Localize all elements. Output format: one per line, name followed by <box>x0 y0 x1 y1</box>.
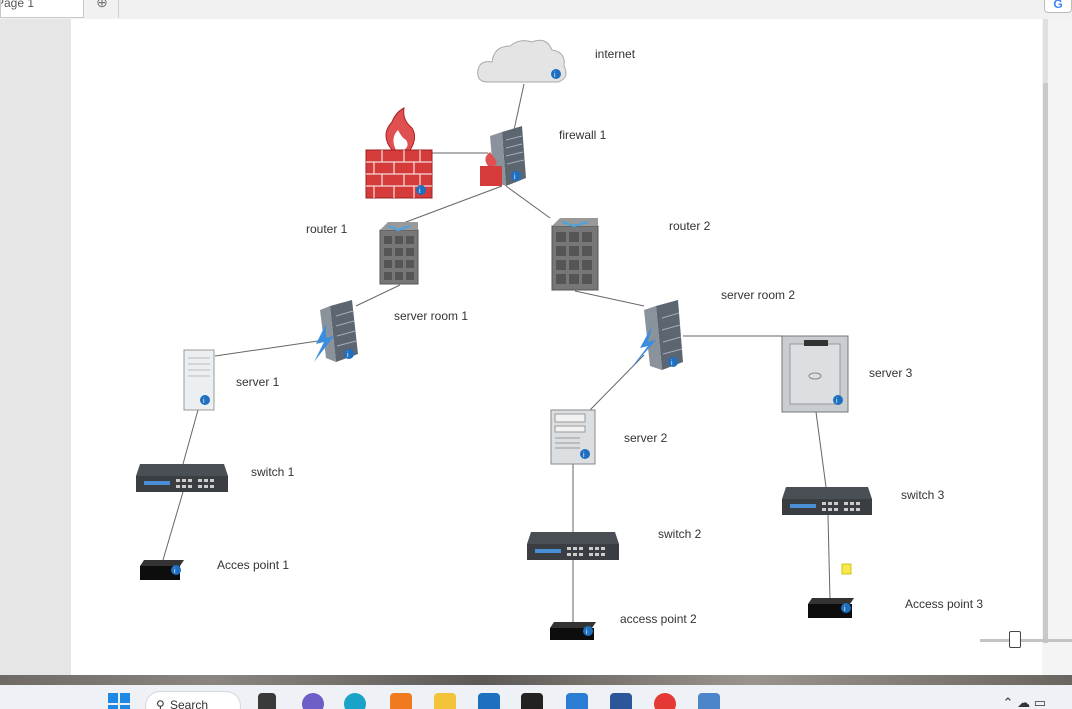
router-icon[interactable] <box>551 218 599 291</box>
mainframe-icon[interactable]: i <box>781 335 849 413</box>
label-server-1[interactable]: server 1 <box>236 375 280 389</box>
edge-server3-switch3[interactable] <box>815 411 827 488</box>
edge-dev-icon[interactable] <box>566 693 588 709</box>
zoom-slider[interactable] <box>980 630 1072 650</box>
switch-icon[interactable] <box>136 464 228 492</box>
switch-icon[interactable] <box>527 532 619 560</box>
svg-text:i: i <box>583 452 585 459</box>
label-server-room-1[interactable]: server room 1 <box>394 309 469 323</box>
word-icon[interactable] <box>610 693 632 709</box>
google-account-icon[interactable]: G <box>1044 0 1072 13</box>
diagram-canvas[interactable]: i i i <box>71 19 1042 675</box>
svg-text:i: i <box>554 72 556 79</box>
add-page-button[interactable]: ⊕ <box>86 0 119 18</box>
svg-text:i: i <box>203 398 205 405</box>
zoom-slider-handle[interactable] <box>1009 631 1021 648</box>
label-firewall-1[interactable]: firewall 1 <box>559 128 607 142</box>
switch-icon[interactable] <box>782 487 872 515</box>
edge-serverroom2-server2[interactable] <box>589 354 645 411</box>
svg-text:i: i <box>671 360 673 367</box>
svg-text:i: i <box>174 568 176 575</box>
label-access-point-3[interactable]: Access point 3 <box>905 597 984 611</box>
tab-page-1[interactable]: Page 1 <box>0 0 84 18</box>
svg-text:i: i <box>836 398 838 405</box>
windows-taskbar: ⚲ Search ⌃ ☁ ▭ <box>0 685 1072 709</box>
svg-text:i: i <box>514 174 516 181</box>
label-switch-1[interactable]: switch 1 <box>251 465 295 479</box>
brick-firewall-icon[interactable]: i <box>365 107 433 199</box>
task-view-icon[interactable] <box>258 693 276 709</box>
edge-switch3-ap3[interactable] <box>827 514 831 601</box>
edge-internet-firewall1[interactable] <box>513 83 525 131</box>
xampp-icon[interactable] <box>390 693 412 709</box>
page-tab-bar: Page 1 ⊕ G <box>0 0 1072 19</box>
file-explorer-icon[interactable] <box>434 693 456 709</box>
windows-start-icon[interactable] <box>108 693 130 709</box>
teams-icon[interactable] <box>302 693 324 709</box>
desktop-wallpaper <box>0 675 1072 685</box>
tower-server-icon[interactable]: i <box>183 349 215 411</box>
scrollbar-thumb[interactable] <box>1043 83 1048 643</box>
edge-switch1-ap1[interactable] <box>162 491 184 561</box>
label-access-point-1[interactable]: Acces point 1 <box>217 558 290 572</box>
taskbar-search-input[interactable]: ⚲ Search <box>145 691 241 709</box>
search-icon: ⚲ <box>156 698 165 709</box>
edge-router1-serverroom1[interactable] <box>355 284 401 307</box>
app-icon[interactable] <box>698 693 720 709</box>
edge-firewall1-router2[interactable] <box>505 185 551 219</box>
vertical-scrollbar[interactable] <box>1042 19 1072 675</box>
notification-icon[interactable]: ▭ <box>1033 695 1046 709</box>
edge-serverroom1-server1[interactable] <box>214 340 319 357</box>
svg-text:i: i <box>844 606 846 613</box>
label-switch-3[interactable]: switch 3 <box>901 488 945 502</box>
server-rack-icon[interactable]: i <box>628 300 683 372</box>
svg-text:i: i <box>347 352 349 359</box>
cloud-tray-icon[interactable]: ☁ <box>1017 695 1031 709</box>
terminal-icon[interactable] <box>521 693 543 709</box>
label-router-2[interactable]: router 2 <box>669 219 711 233</box>
router-icon[interactable] <box>379 222 419 285</box>
label-switch-2[interactable]: switch 2 <box>658 527 702 541</box>
network-diagram: i i i <box>136 39 872 640</box>
tower-server-icon[interactable]: i <box>550 409 596 465</box>
tab-label: Page 1 <box>1 0 35 10</box>
edge-router2-serverroom2[interactable] <box>574 290 645 307</box>
canvas-margin <box>0 19 71 675</box>
edge-icon[interactable] <box>344 693 366 709</box>
edge-server1-switch1[interactable] <box>182 409 199 465</box>
label-internet[interactable]: internet <box>595 47 636 61</box>
search-label: Search <box>170 698 209 709</box>
access-point-icon[interactable]: i <box>808 598 854 618</box>
label-router-1[interactable]: router 1 <box>306 222 348 236</box>
system-tray[interactable]: ⌃ ☁ ▭ <box>1003 695 1046 709</box>
note-icon[interactable] <box>841 563 852 575</box>
edge-firewall1-router1[interactable] <box>397 185 503 226</box>
access-point-icon[interactable]: i <box>550 622 596 640</box>
connection-lines <box>162 83 831 622</box>
mail-icon[interactable] <box>478 693 500 709</box>
server-rack-icon[interactable]: i <box>314 300 358 362</box>
zoom-slider-track[interactable] <box>980 639 1072 642</box>
label-server-room-2[interactable]: server room 2 <box>721 288 796 302</box>
cloud-icon[interactable]: i <box>477 39 567 83</box>
chevron-up-icon[interactable]: ⌃ <box>1002 695 1014 709</box>
svg-text:i: i <box>419 188 421 195</box>
svg-text:i: i <box>586 629 588 636</box>
label-server-2[interactable]: server 2 <box>624 431 668 445</box>
access-point-icon[interactable]: i <box>140 560 184 580</box>
firewall-server-icon[interactable]: i <box>480 126 526 186</box>
label-server-3[interactable]: server 3 <box>869 366 913 380</box>
chrome-icon[interactable] <box>654 693 676 709</box>
label-access-point-2[interactable]: access point 2 <box>620 612 697 626</box>
